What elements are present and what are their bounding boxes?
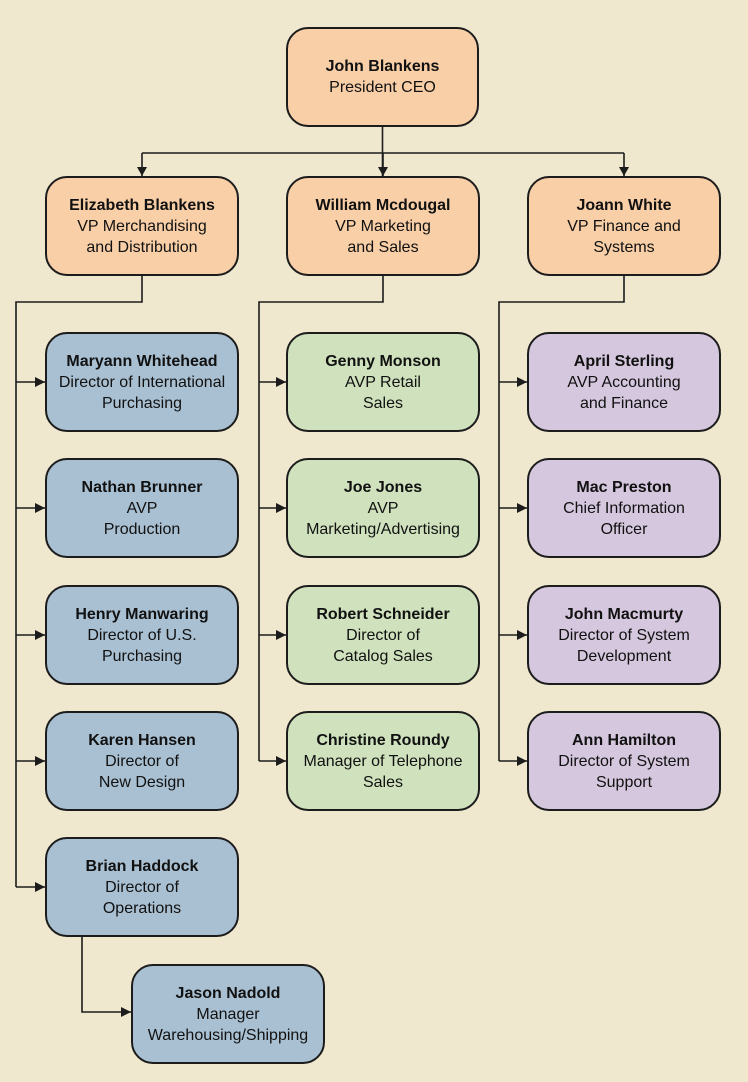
connector-marketing-spine (258, 276, 384, 761)
arrow-robert-schneider (276, 630, 286, 640)
person-title: Director of System (558, 626, 690, 644)
person-name: Nathan Brunner (81, 478, 203, 496)
person-title: Manager of Telephone (303, 752, 463, 770)
person-title: Sales (362, 773, 404, 791)
person-title: VP Marketing (335, 217, 431, 235)
arrow-vp-0 (137, 167, 147, 176)
person-title: Officer (600, 520, 648, 538)
org-box-vp-merchandising: Elizabeth Blankens VP Merchandising and Di… (45, 176, 239, 276)
arrow-genny-monson (276, 377, 286, 387)
connector-finance-spine (498, 276, 625, 761)
person-name: Brian Haddock (85, 857, 199, 875)
arrow-ann-hamilton (517, 756, 527, 766)
person-title: AVP Accounting (567, 373, 681, 391)
arrow-maryann-whitehead (35, 377, 45, 387)
person-name: Robert Schneider (316, 605, 450, 623)
person-title: Systems (593, 238, 655, 256)
arrow-joe-jones (276, 503, 286, 513)
connector-merchandising-spine (15, 276, 143, 887)
arrow-john-macmurty (517, 630, 527, 640)
person-title: VP Finance and (567, 217, 681, 235)
person-name: Mac Preston (576, 478, 672, 496)
person-title: Development (576, 647, 672, 665)
person-title: and Distribution (86, 238, 198, 256)
person-title: Marketing/Advertising (306, 520, 460, 538)
person-name: Elizabeth Blankens (69, 196, 215, 214)
person-title: AVP (367, 499, 399, 517)
person-title: Production (103, 520, 181, 538)
person-name: Jason Nadold (175, 984, 281, 1002)
person-name: Ann Hamilton (572, 731, 676, 749)
arrow-brian-haddock (35, 882, 45, 892)
person-title: Director of (346, 626, 420, 644)
arrow-christine-roundy (276, 756, 286, 766)
person-title: AVP (126, 499, 158, 517)
person-title: President CEO (329, 79, 436, 96)
connector-jason-nadold (81, 937, 131, 1013)
arrow-vp-1 (378, 167, 388, 176)
person-title: Director of (105, 878, 179, 896)
person-title: Director of U.S. (87, 626, 197, 644)
person-title: Director of System (558, 752, 690, 770)
person-name: Joe Jones (343, 478, 423, 496)
person-title: Chief Information (563, 499, 685, 517)
person-title: Operations (102, 899, 182, 917)
person-title: Sales (362, 394, 404, 412)
person-title: New Design (98, 773, 186, 791)
arrow-mac-preston (517, 503, 527, 513)
arrow-april-sterling (517, 377, 527, 387)
person-title: Warehousing/Shipping (147, 1026, 309, 1044)
person-title: Director of (105, 752, 179, 770)
person-title: AVP Retail (345, 373, 421, 391)
person-name: Genny Monson (325, 352, 441, 370)
person-title: Purchasing (101, 394, 183, 412)
arrow-karen-hansen (35, 756, 45, 766)
person-name: William Mcdougal (315, 196, 451, 214)
arrow-nathan-brunner (35, 503, 45, 513)
person-title: and Sales (347, 238, 419, 256)
person-name: Henry Manwaring (75, 605, 209, 623)
person-name: John Blankens (325, 58, 440, 75)
person-name: Christine Roundy (316, 731, 450, 749)
person-name: John Macmurty (564, 605, 684, 623)
person-name: Karen Hansen (88, 731, 196, 749)
person-name: Joann White (576, 196, 672, 214)
person-title: Director of International (58, 373, 226, 391)
person-title: VP Merchandising (77, 217, 207, 235)
org-box-vp-marketing: William Mcdougal VP Marketing and Sales (286, 176, 480, 276)
arrow-vp-2 (619, 167, 629, 176)
person-title: Purchasing (101, 647, 183, 665)
person-name: April Sterling (573, 352, 675, 370)
person-title: Manager (196, 1005, 260, 1023)
person-title: Catalog Sales (333, 647, 433, 665)
person-title: Support (595, 773, 653, 791)
person-title: and Finance (579, 394, 669, 412)
arrow-henry-manwaring (35, 630, 45, 640)
person-name: Maryann Whitehead (66, 352, 218, 370)
arrow-jason-nadold (121, 1007, 131, 1017)
